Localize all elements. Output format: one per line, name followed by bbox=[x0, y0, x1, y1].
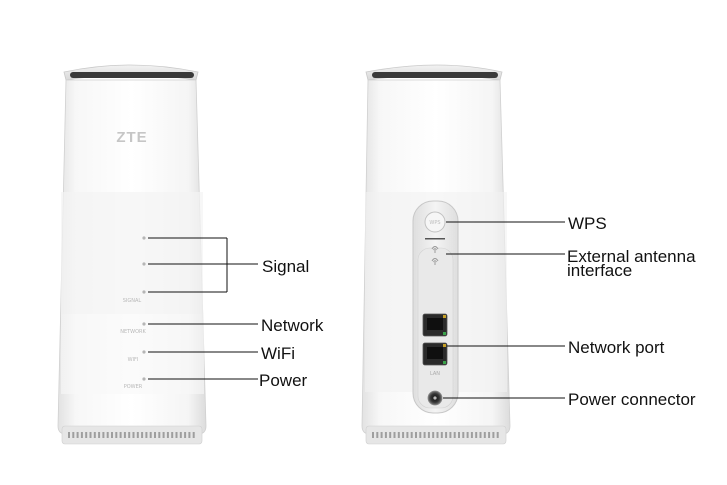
vent-slot bbox=[427, 432, 430, 438]
front-router: ZTE SIGNAL NETWORK WIFI POWER bbox=[57, 64, 207, 445]
vent-slot bbox=[179, 432, 182, 438]
callout-wifi: WiFi bbox=[261, 344, 295, 363]
vent-slot bbox=[72, 432, 75, 438]
callout-antenna-line2: interface bbox=[567, 261, 632, 280]
vent-slot bbox=[76, 432, 79, 438]
wps-button-text: WPS bbox=[429, 220, 440, 226]
vent-slot bbox=[445, 432, 448, 438]
back-foot bbox=[365, 425, 507, 445]
vent-slot bbox=[93, 432, 96, 438]
vent-slot bbox=[496, 432, 499, 438]
vent-slot bbox=[406, 432, 409, 438]
vent-slot bbox=[188, 432, 191, 438]
vent-slot bbox=[423, 432, 426, 438]
lan-port-label: LAN bbox=[430, 371, 440, 377]
vent-slot bbox=[68, 432, 70, 438]
callout-network-port: Network port bbox=[568, 338, 665, 357]
vent-slot bbox=[171, 432, 174, 438]
vent-slot bbox=[436, 432, 439, 438]
callout-network: Network bbox=[261, 316, 324, 335]
vent-slot bbox=[462, 432, 465, 438]
antenna-port-icon-1 bbox=[431, 246, 439, 253]
wps-button[interactable] bbox=[424, 211, 446, 233]
vent-slot bbox=[470, 432, 473, 438]
vent-slot bbox=[397, 432, 400, 438]
vent-slot bbox=[389, 432, 392, 438]
front-foot bbox=[61, 425, 203, 445]
vent-slot bbox=[166, 432, 169, 438]
network-led bbox=[142, 322, 146, 326]
vent-slot bbox=[123, 432, 126, 438]
vent-slot bbox=[384, 432, 387, 438]
lan-port-2[interactable] bbox=[422, 342, 448, 366]
vent-slot bbox=[492, 432, 495, 438]
back-top-vent bbox=[372, 72, 498, 78]
signal-led-3 bbox=[142, 290, 146, 294]
vent-slot bbox=[475, 432, 478, 438]
vent-slot bbox=[141, 432, 144, 438]
vent-slot bbox=[80, 432, 83, 438]
vent-slot bbox=[162, 432, 165, 438]
vent-slot bbox=[175, 432, 178, 438]
vent-slot bbox=[376, 432, 379, 438]
vent-slot bbox=[372, 432, 374, 438]
callout-wps: WPS bbox=[568, 214, 607, 233]
antenna-port-icon-2 bbox=[431, 258, 439, 265]
vent-slot bbox=[483, 432, 486, 438]
vent-slot bbox=[149, 432, 152, 438]
lan-port-1[interactable] bbox=[422, 313, 448, 337]
vent-slot bbox=[89, 432, 92, 438]
vent-slot bbox=[106, 432, 109, 438]
front-top-vent bbox=[70, 72, 194, 78]
vent-slot bbox=[111, 432, 113, 438]
vent-slot bbox=[440, 432, 443, 438]
vent-slot bbox=[479, 432, 482, 438]
vent-slot bbox=[402, 432, 405, 438]
vent-slot bbox=[466, 432, 469, 438]
led-label-network: NETWORK bbox=[120, 329, 146, 335]
vent-slot bbox=[158, 432, 161, 438]
callout-lines bbox=[148, 221, 565, 399]
vent-slot bbox=[449, 432, 452, 438]
vent-slot bbox=[192, 432, 195, 438]
vent-slot bbox=[458, 432, 460, 438]
vent-slot bbox=[410, 432, 413, 438]
vent-slot bbox=[115, 432, 118, 438]
vent-slot bbox=[102, 432, 105, 438]
signal-led-2 bbox=[142, 262, 146, 266]
vent-slot bbox=[432, 432, 435, 438]
callout-antenna-line1: External antenna bbox=[567, 247, 696, 266]
led-label-wifi: WIFI bbox=[128, 357, 139, 363]
brand-logo: ZTE bbox=[116, 129, 147, 146]
back-bottom-vent bbox=[372, 432, 499, 438]
vent-slot bbox=[85, 432, 88, 438]
vent-slot bbox=[380, 432, 383, 438]
power-led bbox=[142, 377, 146, 381]
callout-signal: Signal bbox=[262, 257, 309, 276]
vent-slot bbox=[419, 432, 422, 438]
vent-slot bbox=[184, 432, 187, 438]
vent-slot bbox=[119, 432, 122, 438]
vent-slot bbox=[132, 432, 135, 438]
antenna-divider bbox=[425, 238, 445, 240]
led-label-power: POWER bbox=[124, 384, 143, 390]
vent-slot bbox=[128, 432, 131, 438]
callout-power: Power bbox=[259, 371, 308, 390]
vent-slot bbox=[145, 432, 148, 438]
front-bottom-vent bbox=[68, 432, 195, 438]
wifi-led bbox=[142, 350, 146, 354]
signal-led-1 bbox=[142, 236, 146, 240]
vent-slot bbox=[154, 432, 156, 438]
vent-slot bbox=[98, 432, 101, 438]
led-label-signal: SIGNAL bbox=[123, 298, 142, 304]
vent-slot bbox=[393, 432, 396, 438]
vent-slot bbox=[136, 432, 139, 438]
vent-slot bbox=[415, 432, 417, 438]
callout-power-connector: Power connector bbox=[568, 390, 696, 409]
vent-slot bbox=[488, 432, 491, 438]
vent-slot bbox=[453, 432, 456, 438]
